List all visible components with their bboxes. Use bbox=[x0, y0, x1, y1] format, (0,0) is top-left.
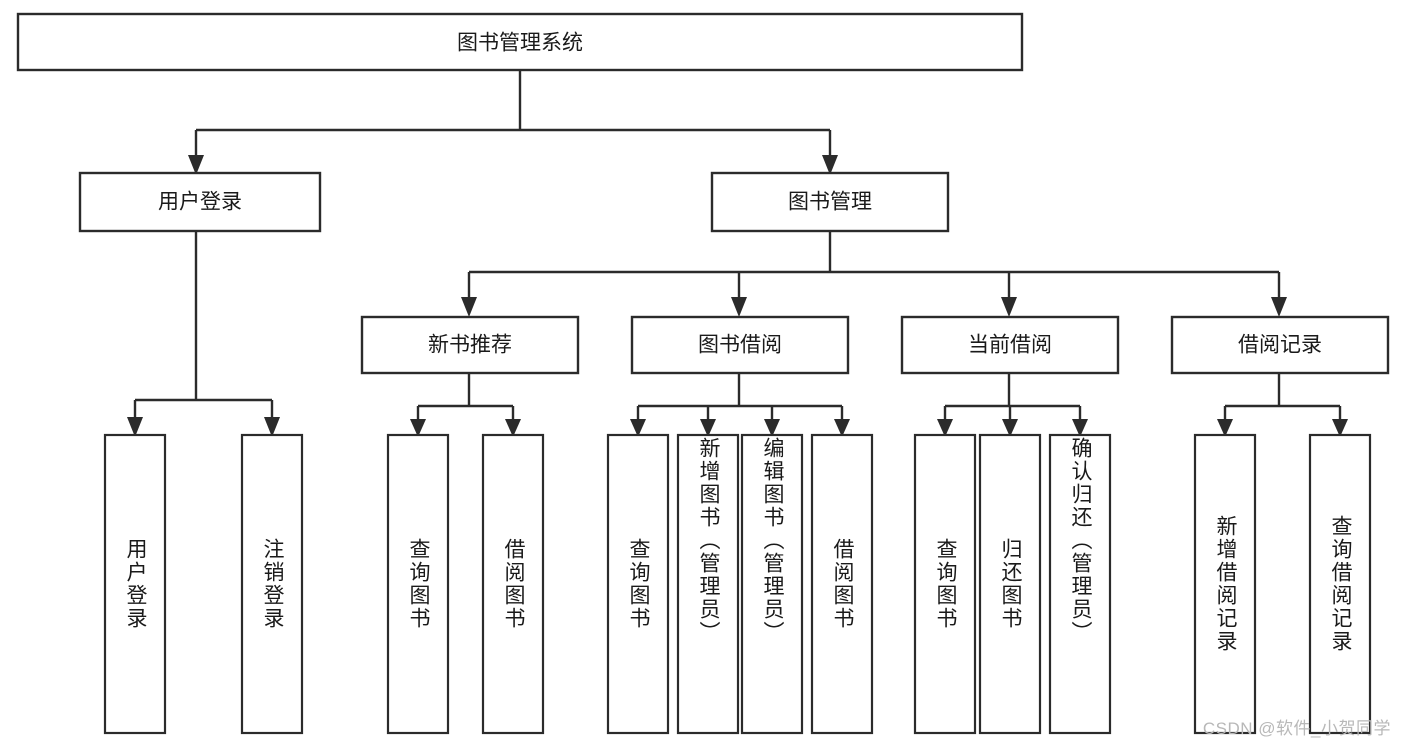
arrow-icon-to-borrow-record bbox=[1271, 297, 1287, 317]
arrow-icon-to-leaf-query-book-3 bbox=[937, 419, 953, 437]
arrow-icon-to-leaf-edit-book bbox=[764, 419, 780, 437]
node-leaf-user-login-box[interactable] bbox=[103, 433, 167, 735]
node-new-book-recommend[interactable]: 新书推荐 bbox=[360, 315, 580, 375]
connector-userlogin-to-leaves bbox=[133, 232, 274, 420]
arrow-icon-to-leaf-add-record bbox=[1217, 419, 1233, 437]
node-user-login-box[interactable] bbox=[78, 171, 322, 233]
node-leaf-borrow-book-1-box[interactable] bbox=[481, 433, 545, 735]
arrow-icon-to-leaf-confirm-return bbox=[1072, 419, 1088, 437]
node-new-book-recommend-box[interactable] bbox=[360, 315, 580, 375]
node-root[interactable]: 图书管理系统 bbox=[16, 12, 1024, 72]
node-new-book-recommend-label: 新书推荐 bbox=[428, 334, 512, 357]
node-leaf-query-record-box[interactable] bbox=[1308, 433, 1372, 735]
connector-bookborrow-to-leaves bbox=[636, 374, 844, 422]
arrow-icon-to-leaf-query-book-2 bbox=[630, 419, 646, 437]
node-leaf-edit-book-box[interactable] bbox=[740, 433, 804, 735]
arrow-icon-to-current-borrow bbox=[1001, 297, 1017, 317]
node-borrow-record[interactable]: 借阅记录 bbox=[1170, 315, 1390, 375]
node-borrow-record-box[interactable] bbox=[1170, 315, 1390, 375]
node-book-borrow-box[interactable] bbox=[630, 315, 850, 375]
connector-borrowrecord-to-leaves bbox=[1223, 374, 1342, 422]
node-user-login-label: 用户登录 bbox=[158, 191, 242, 214]
node-leaf-add-book-box[interactable] bbox=[676, 433, 740, 735]
arrow-icon-to-user-login bbox=[188, 155, 204, 175]
node-leaf-add-record-box[interactable] bbox=[1193, 433, 1257, 735]
node-leaf-confirm-return-box[interactable] bbox=[1048, 433, 1112, 735]
node-leaf-user-logout-box[interactable] bbox=[240, 433, 304, 735]
connector-bookmgmt-to-level3 bbox=[467, 232, 1281, 300]
node-book-borrow[interactable]: 图书借阅 bbox=[630, 315, 850, 375]
node-user-login[interactable]: 用户登录 bbox=[78, 171, 322, 233]
node-leaf-query-book-3-box[interactable] bbox=[913, 433, 977, 735]
arrow-icon-to-leaf-add-book bbox=[700, 419, 716, 437]
node-root-label: 图书管理系统 bbox=[457, 32, 583, 55]
arrow-icon-to-leaf-user-login bbox=[127, 417, 143, 437]
node-leaf-query-book-1-box[interactable] bbox=[386, 433, 450, 735]
connector-root-to-level2 bbox=[194, 70, 832, 158]
node-book-borrow-label: 图书借阅 bbox=[698, 334, 782, 357]
connectors-layer bbox=[133, 70, 1342, 422]
node-root-box[interactable] bbox=[16, 12, 1024, 72]
node-book-management[interactable]: 图书管理 bbox=[710, 171, 950, 233]
connector-currentborrow-to-leaves bbox=[943, 374, 1082, 422]
connector-newbook-to-leaves bbox=[416, 374, 515, 422]
arrow-icon-to-leaf-borrow-book-1 bbox=[505, 419, 521, 437]
leaf-boxes-layer bbox=[103, 433, 1372, 735]
arrow-icon-to-new-book-recommend bbox=[461, 297, 477, 317]
node-leaf-query-book-2-box[interactable] bbox=[606, 433, 670, 735]
arrow-icon-to-leaf-user-logout bbox=[264, 417, 280, 437]
watermark: CSDN @软件_小贺同学 bbox=[1202, 719, 1391, 738]
arrow-icon-to-leaf-query-book-1 bbox=[410, 419, 426, 437]
node-leaf-return-book-box[interactable] bbox=[978, 433, 1042, 735]
node-current-borrow[interactable]: 当前借阅 bbox=[900, 315, 1120, 375]
node-current-borrow-label: 当前借阅 bbox=[968, 334, 1052, 357]
arrowheads-layer bbox=[127, 155, 1348, 437]
node-leaf-borrow-book-2-box[interactable] bbox=[810, 433, 874, 735]
node-book-management-label: 图书管理 bbox=[788, 191, 872, 214]
node-current-borrow-box[interactable] bbox=[900, 315, 1120, 375]
arrow-icon-to-book-borrow bbox=[731, 297, 747, 317]
arrow-icon-to-leaf-return-book bbox=[1002, 419, 1018, 437]
arrow-icon-to-leaf-borrow-book-2 bbox=[834, 419, 850, 437]
node-book-management-box[interactable] bbox=[710, 171, 950, 233]
node-borrow-record-label: 借阅记录 bbox=[1238, 334, 1322, 357]
arrow-icon-to-leaf-query-record bbox=[1332, 419, 1348, 437]
arrow-icon-to-book-management bbox=[822, 155, 838, 175]
